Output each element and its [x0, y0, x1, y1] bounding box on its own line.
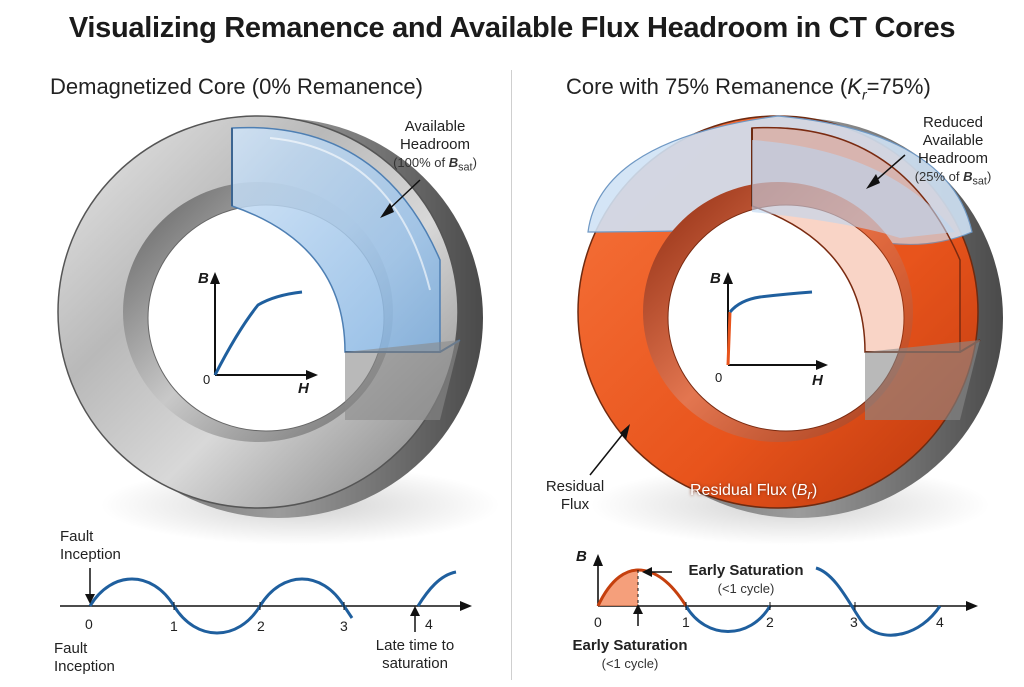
right-tick-0: 0: [594, 614, 602, 630]
left-bh-origin: 0: [203, 372, 211, 387]
left-fault-top-line-2: Inception: [60, 546, 121, 563]
left-tick-3: 3: [340, 618, 348, 634]
right-headroom-pct-suffix: ): [986, 169, 992, 184]
left-tick-1: 1: [170, 618, 178, 634]
left-headroom-line-2: Headroom: [399, 136, 471, 153]
early-bottom-label: Early Saturation (<1 cycle): [560, 637, 700, 673]
right-subtitle-sub: r: [861, 86, 867, 103]
left-headroom-pct-sub: sat: [458, 161, 473, 174]
residual-flux-sub: r: [807, 487, 812, 503]
left-headroom-pct-suffix: ): [472, 155, 477, 170]
left-headroom-pct-prefix: (100% of: [393, 155, 449, 170]
residual-flux-prefix: Residual Flux (: [690, 482, 797, 499]
right-subtitle-k: K: [847, 74, 862, 99]
right-tick-3: 3: [850, 614, 858, 630]
residual-flux-suffix: ): [811, 482, 818, 499]
left-headroom-label: Available Headroom (100% of Bsat): [380, 118, 490, 177]
residual-flux-b: B: [796, 482, 808, 499]
right-residual-line-2: Flux: [560, 496, 590, 513]
left-tick-0: 0: [85, 616, 93, 632]
residual-flux-label: Residual Flux (Br): [690, 482, 817, 502]
right-subtitle-prefix: Core with 75% Remanence (: [566, 74, 848, 99]
right-headroom-line-2: Available: [922, 132, 984, 149]
right-waveform: [593, 554, 978, 637]
left-waveform: [60, 568, 472, 635]
right-headroom-pct: (25% of Bsat): [898, 168, 1008, 191]
residual-arrow: [589, 429, 627, 476]
right-headroom-pct-b: B: [963, 169, 973, 184]
right-tick-2: 2: [766, 614, 774, 630]
left-headroom-pct: (100% of Bsat): [380, 154, 490, 177]
right-subtitle: Core with 75% Remanence (Kr=75%): [566, 74, 931, 102]
right-headroom-pct-prefix: (25% of: [914, 169, 964, 184]
left-bh-plot: [210, 272, 318, 380]
early-bottom-line-1: Early Saturation: [572, 637, 688, 654]
panel-divider: [511, 70, 512, 680]
left-fault-top-label: Fault Inception: [60, 528, 150, 564]
right-bh-axis-b: B: [710, 270, 721, 287]
left-headroom-pct-b: B: [448, 155, 459, 170]
right-headroom-line-3: Headroom: [917, 150, 989, 167]
left-core: [57, 115, 500, 545]
right-residual-line-1: Residual: [545, 478, 605, 495]
right-tick-1: 1: [682, 614, 690, 630]
left-tick-4: 4: [425, 616, 433, 632]
right-bh-axis-h: H: [812, 372, 823, 389]
right-headroom-pct-sub: sat: [972, 175, 987, 188]
right-residual-label: Residual Flux: [535, 478, 615, 514]
left-bh-axis-b: B: [198, 270, 209, 287]
early-top-label: Early Saturation (<1 cycle): [676, 562, 816, 598]
right-subtitle-suffix: =75%): [866, 74, 931, 99]
left-tick-2: 2: [257, 618, 265, 634]
early-bottom-line-2: (<1 cycle): [601, 656, 659, 671]
right-core: [577, 115, 1003, 545]
left-subtitle: Demagnetized Core (0% Remanence): [50, 74, 423, 99]
left-fault-bottom-label: Fault Inception: [54, 640, 144, 676]
right-bh-plot: [723, 272, 828, 370]
right-tick-4: 4: [936, 614, 944, 630]
left-fault-top-line-1: Fault: [60, 528, 94, 545]
right-wave-axis-b: B: [576, 548, 587, 565]
left-late-label: Late time to saturation: [360, 637, 470, 673]
left-late-line-2: saturation: [382, 655, 448, 672]
left-headroom-line-1: Available: [404, 118, 466, 135]
left-fault-bottom-line-2: Inception: [54, 658, 115, 675]
right-headroom-label: Reduced Available Headroom (25% of Bsat): [898, 114, 1008, 191]
left-fault-bottom-line-1: Fault: [54, 640, 88, 657]
early-top-line-2: (<1 cycle): [717, 581, 775, 596]
right-headroom-line-1: Reduced: [922, 114, 984, 131]
early-top-line-1: Early Saturation: [688, 562, 804, 579]
left-late-line-1: Late time to: [375, 637, 455, 654]
left-bh-axis-h: H: [298, 380, 309, 397]
right-bh-origin: 0: [715, 370, 723, 385]
page-title: Visualizing Remanence and Available Flux…: [68, 12, 956, 44]
